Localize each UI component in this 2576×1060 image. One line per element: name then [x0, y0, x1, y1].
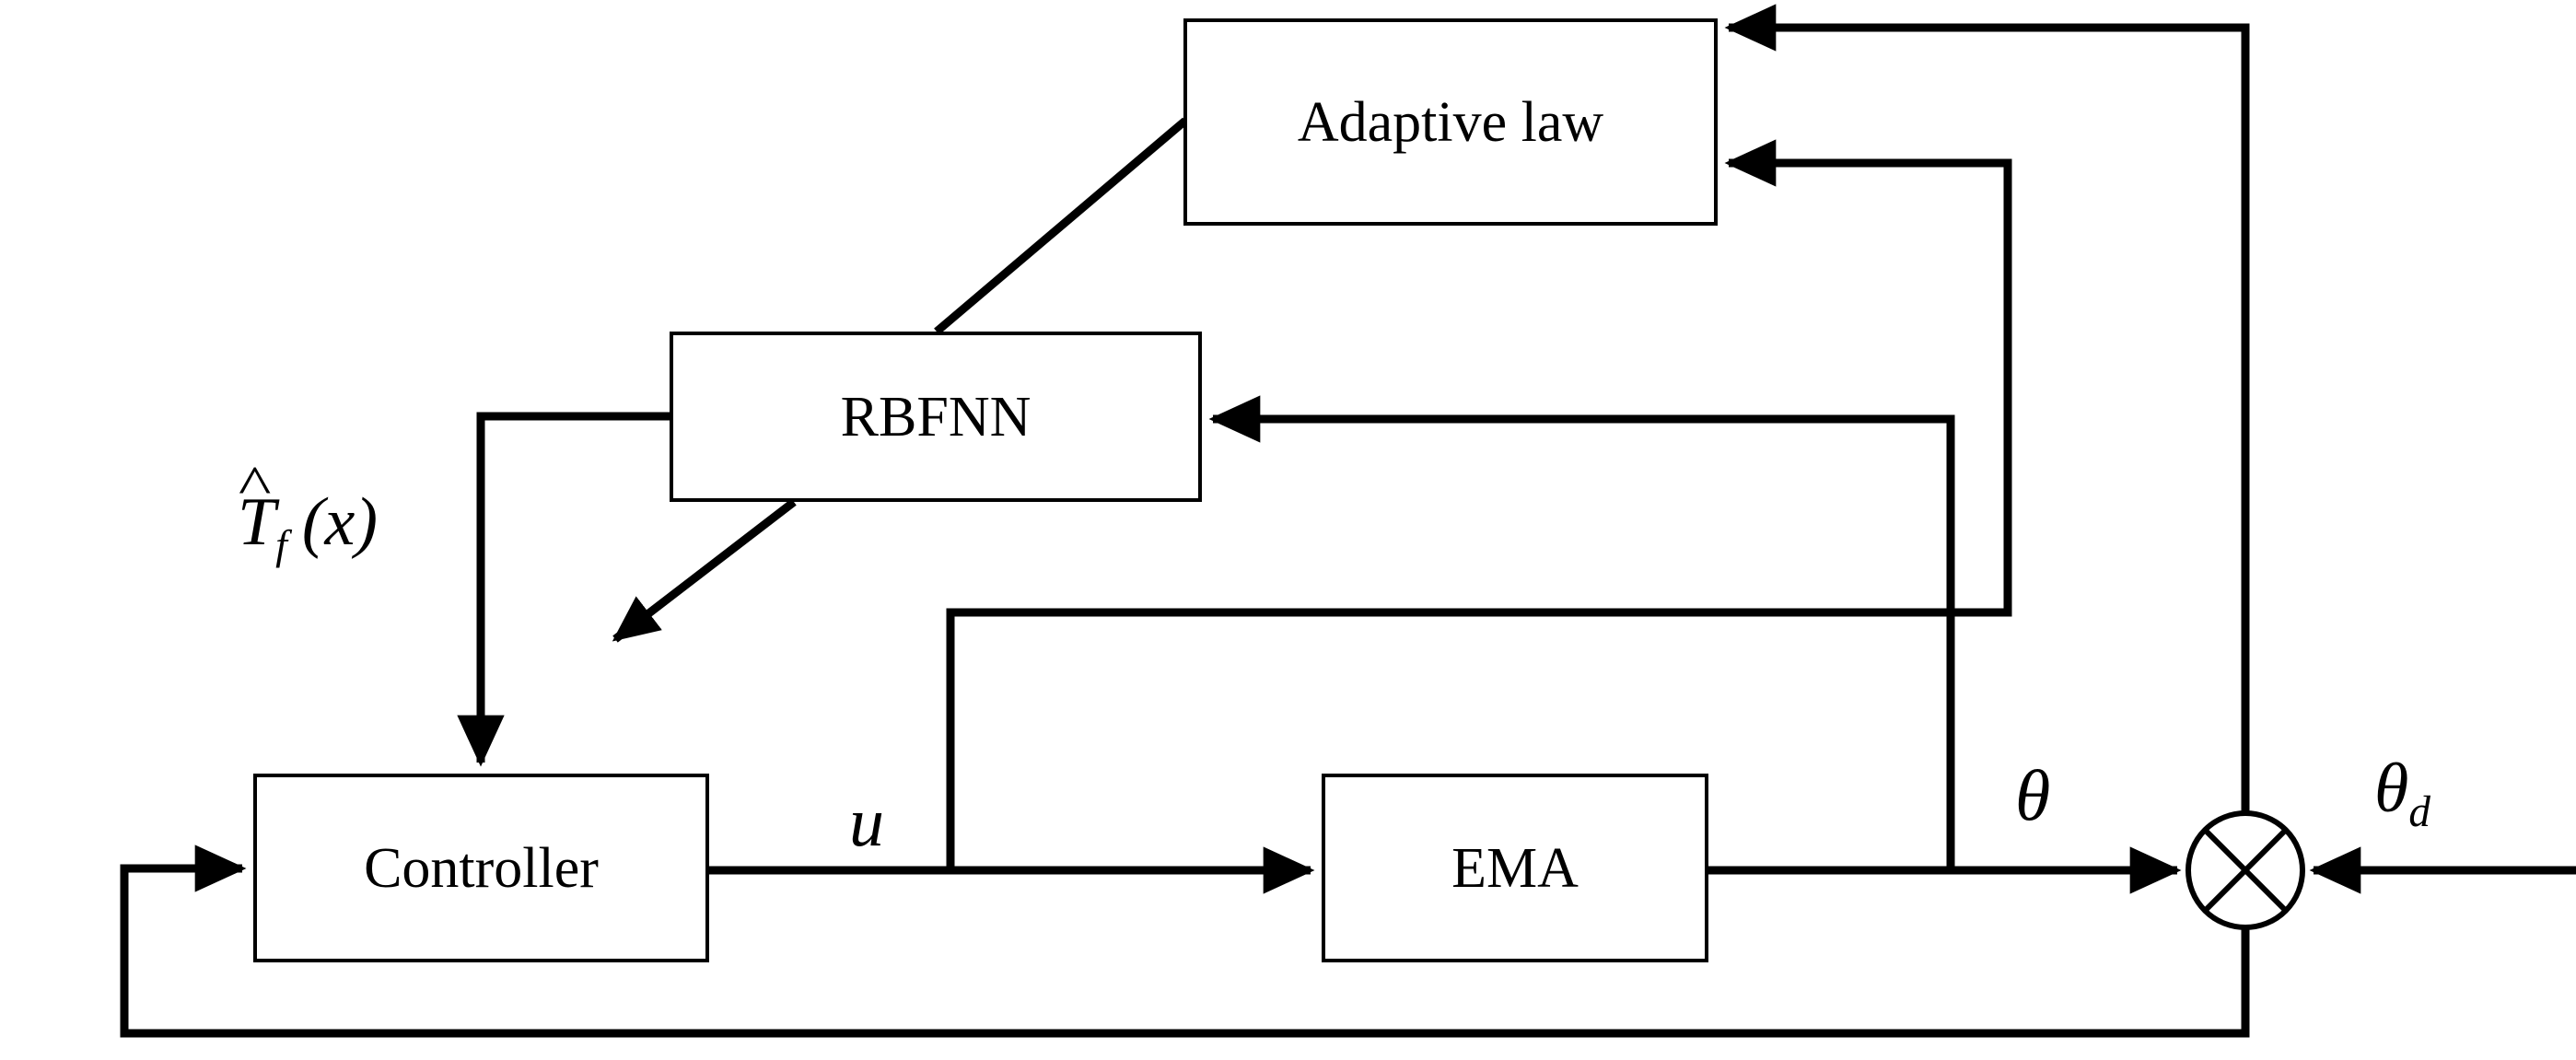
t-hat-argument: (x) — [301, 484, 379, 560]
u-text: u — [849, 784, 884, 861]
wire-rbfnn-diagonal-out — [612, 498, 797, 643]
signal-label-u: u — [849, 787, 884, 857]
wire-rbfnn-to-controller — [457, 412, 670, 767]
signal-label-t-hat-f-x: Tf(x) — [238, 488, 378, 566]
t-hat-base: T — [238, 488, 275, 556]
wire-theta-to-rbfnn — [1208, 395, 1955, 870]
wire-theta-to-adaptive — [1724, 4, 2250, 813]
block-adaptive-law[interactable]: Adaptive law — [1183, 18, 1718, 226]
summing-junction-graphic — [2186, 810, 2305, 930]
block-label-adaptive-law: Adaptive law — [1297, 90, 1604, 154]
block-label-rbfnn: RBFNN — [840, 385, 1032, 448]
block-label-controller: Controller — [364, 836, 599, 900]
theta-d-subscript: d — [2408, 788, 2430, 837]
signal-label-theta: θ — [2015, 760, 2050, 832]
theta-d-base: θ — [2374, 750, 2409, 827]
wire-rbfnn-to-adaptive — [934, 117, 1188, 335]
t-hat-subscript: f — [275, 520, 287, 568]
wire-u-to-adaptive — [946, 139, 2012, 870]
block-controller[interactable]: Controller — [253, 774, 709, 962]
block-rbfnn[interactable]: RBFNN — [670, 332, 1202, 502]
wire-sum-to-controller — [120, 845, 2250, 1038]
block-label-ema: EMA — [1451, 836, 1579, 900]
signal-label-theta-d: θd — [2374, 753, 2430, 834]
block-ema[interactable]: EMA — [1322, 774, 1708, 962]
theta-text: θ — [2015, 755, 2051, 835]
